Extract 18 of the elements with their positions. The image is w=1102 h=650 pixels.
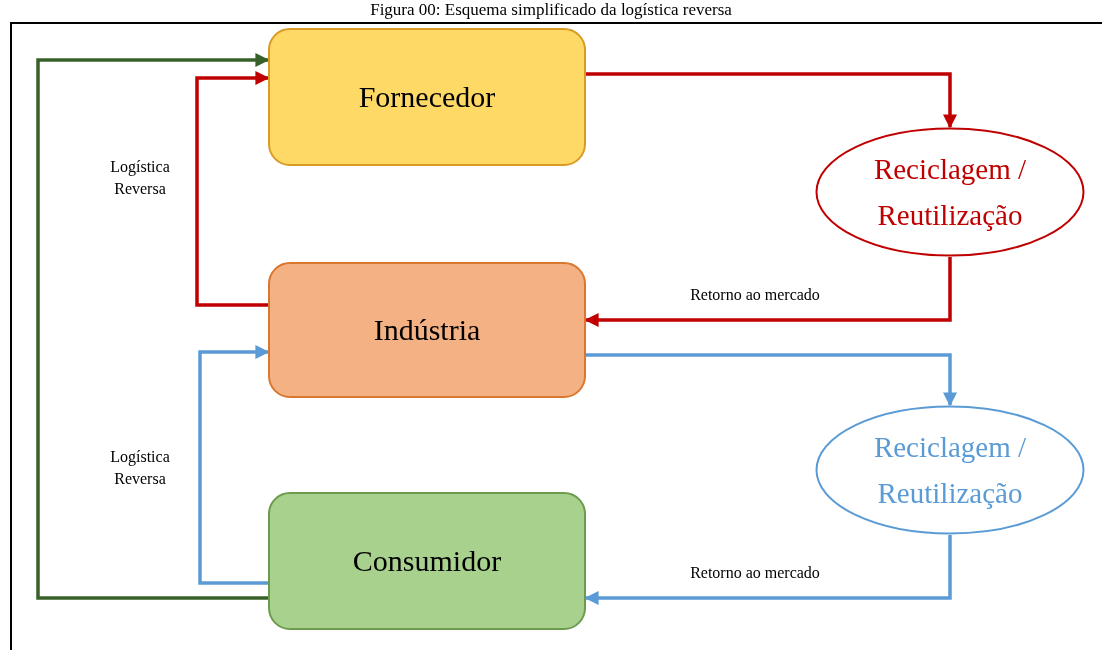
node-label: Reciclagem / Reutilização — [872, 430, 1028, 511]
process-box — [268, 262, 586, 398]
node-label: Indústria — [373, 312, 481, 348]
node-label: Fornecedor — [358, 79, 496, 115]
process-ellipse — [815, 127, 1085, 257]
arrow — [584, 257, 952, 327]
node-label: Reciclagem / Reutilização — [872, 152, 1028, 233]
figure-title: Figura 00: Esquema simplificado da logística reversa — [369, 0, 733, 20]
arrow — [586, 72, 957, 129]
arrow — [36, 53, 270, 600]
process-box — [268, 28, 586, 166]
arrow — [195, 71, 270, 307]
process-box — [268, 492, 586, 630]
node-label: Consumidor — [352, 543, 502, 579]
arrow — [586, 353, 957, 407]
arrow — [584, 535, 952, 605]
process-ellipse — [815, 405, 1085, 535]
arrow — [198, 345, 270, 585]
